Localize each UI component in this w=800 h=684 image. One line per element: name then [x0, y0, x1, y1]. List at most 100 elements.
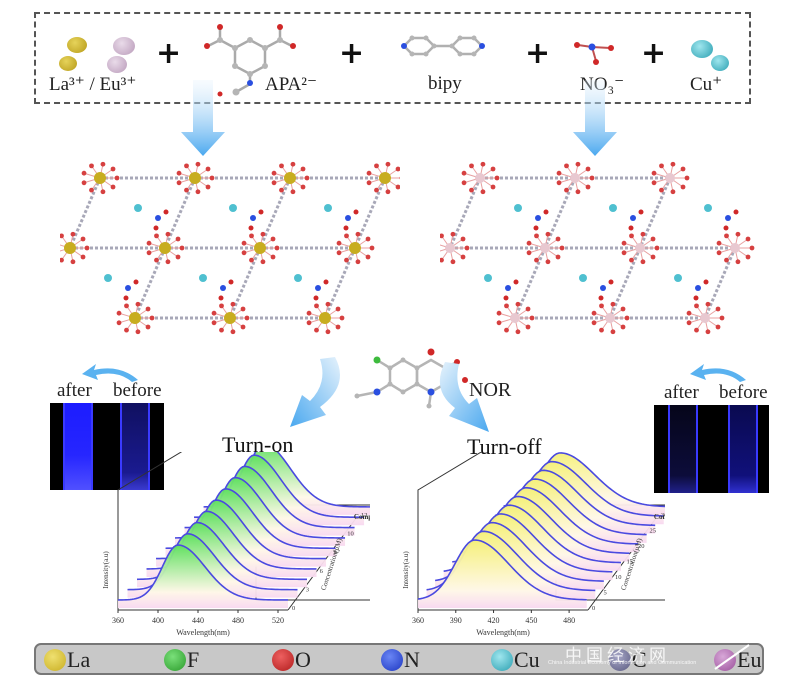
vial-after-dim — [668, 405, 698, 493]
o-atom — [339, 315, 345, 321]
o-atom — [306, 320, 312, 326]
o-atom — [366, 170, 372, 176]
o-atom — [650, 254, 656, 260]
o-atom — [556, 180, 562, 186]
o-atom — [575, 161, 581, 167]
o-atom — [249, 233, 254, 239]
framework-link — [703, 247, 737, 319]
o-atom — [123, 295, 129, 301]
spectrum-line — [417, 539, 587, 601]
la-ion-ball — [59, 56, 77, 71]
o-atom — [124, 303, 129, 309]
framework-link — [133, 247, 167, 319]
o-atom — [304, 175, 310, 181]
z-tick-label: 25 — [650, 527, 657, 534]
o-atom — [513, 279, 519, 285]
plus-sign: + — [525, 36, 551, 71]
o-atom — [353, 209, 359, 215]
o-atom — [659, 163, 664, 169]
x-tick-label: 390 — [450, 616, 462, 625]
cu-atom — [484, 274, 492, 282]
metal-atom — [129, 312, 141, 324]
x-tick-label: 360 — [112, 616, 124, 625]
o-atom — [703, 279, 709, 285]
x-tick-label: 520 — [272, 616, 284, 625]
analyte-label: NOR — [469, 379, 512, 401]
o-atom — [133, 279, 139, 285]
eu-ion-ball — [113, 37, 135, 55]
o-atom — [60, 233, 64, 239]
o-atom — [735, 259, 741, 265]
metal-atom — [254, 242, 266, 254]
o-atom — [733, 209, 739, 215]
o-atom — [81, 170, 87, 176]
spectrum-fill — [418, 540, 587, 608]
z-tick-label: 9 — [333, 549, 336, 556]
o-atom — [504, 327, 509, 333]
metal-atom — [445, 243, 455, 253]
n-atom — [315, 285, 321, 291]
la-ion-ball — [67, 37, 87, 53]
o-atom — [460, 236, 466, 242]
apa-molecule-icon — [204, 24, 296, 97]
o-atom — [205, 166, 211, 172]
curved-arrow-icon — [82, 364, 138, 382]
o-atom — [314, 327, 319, 333]
o-atom — [344, 257, 349, 263]
o-atom — [365, 236, 371, 242]
o-atom — [300, 166, 306, 172]
watermark-text: 中国经济网 — [565, 646, 670, 665]
vial-photo-complex-1 — [50, 403, 164, 490]
framework-link — [323, 247, 357, 319]
o-atom — [440, 257, 444, 263]
o-atom — [279, 187, 284, 193]
o-atom — [480, 189, 486, 195]
f-color-swatch — [164, 649, 186, 671]
cu-atom — [294, 274, 302, 282]
o-atom — [260, 231, 266, 237]
o-atom — [624, 315, 630, 321]
o-atom — [545, 259, 551, 265]
legend-item-n: N — [381, 647, 420, 673]
o-atom — [496, 320, 502, 326]
cu-ion-ball — [691, 40, 713, 58]
o-atom — [365, 254, 371, 260]
cu-atom — [104, 274, 112, 282]
o-atom — [60, 257, 64, 263]
watermark-slash-icon — [714, 644, 750, 670]
reactants-box — [34, 12, 751, 104]
o-atom — [585, 184, 591, 190]
metal-atom — [189, 172, 201, 184]
o-atom — [175, 236, 181, 242]
o-atom — [344, 233, 349, 239]
o-atom — [135, 301, 141, 307]
o-atom — [218, 295, 224, 301]
o-atom — [249, 257, 254, 263]
o-atom — [440, 233, 444, 239]
legend-item-c: C — [609, 647, 647, 673]
o-atom — [248, 225, 254, 231]
o-atom — [385, 189, 391, 195]
o-atom — [496, 310, 502, 316]
vial-before-bright — [728, 405, 758, 493]
spectrum-chart-complex-2: 360390420450480051015202530Wavelength(nm… — [402, 452, 665, 637]
o-color-swatch — [272, 649, 294, 671]
o-atom — [230, 329, 236, 335]
metal-atom — [570, 173, 580, 183]
o-atom — [534, 233, 539, 239]
o-atom — [745, 254, 751, 260]
reactant-label-la-eu: La³⁺ / Eu³⁺ — [49, 74, 137, 95]
o-atom — [374, 163, 379, 169]
spectrum-line — [117, 544, 289, 601]
o-atom — [260, 259, 266, 265]
o-atom — [515, 329, 521, 335]
o-atom — [716, 240, 722, 246]
o-atom — [314, 303, 319, 309]
plus-sign: + — [339, 36, 365, 71]
o-atom — [589, 175, 595, 181]
element-color-legend: La F O N Cu C Eu — [34, 643, 764, 675]
arrow-down-icon — [181, 80, 225, 156]
chart-title: Complex 1 — [354, 513, 370, 521]
framework-link — [353, 177, 387, 249]
n-atom — [345, 215, 351, 221]
